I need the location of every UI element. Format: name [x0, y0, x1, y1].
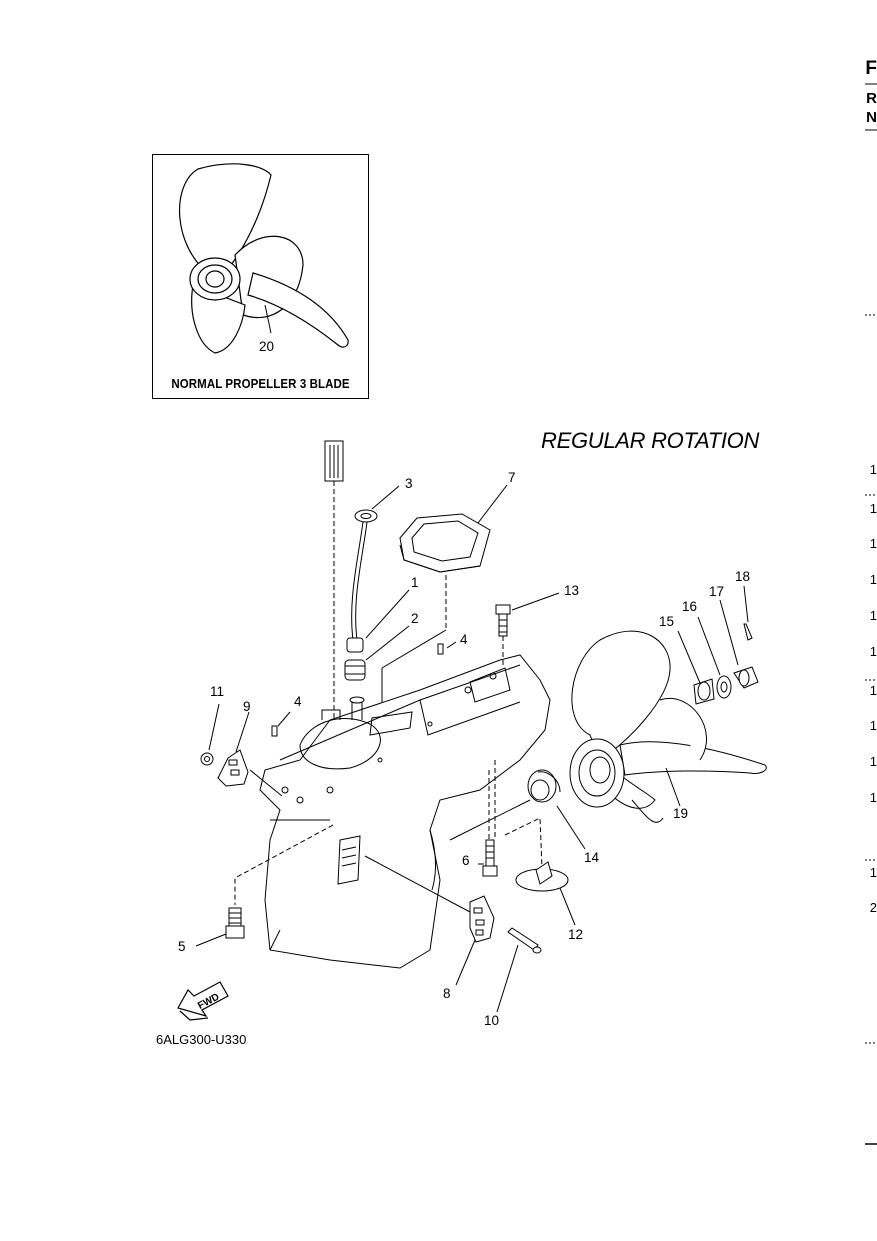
callout-9: 9: [243, 699, 251, 714]
diagram-title: REGULAR ROTATION: [541, 428, 760, 453]
callout-18: 18: [735, 569, 750, 584]
callout-17: 17: [709, 584, 724, 599]
edge-digit: 1: [869, 501, 877, 516]
callout-3: 3: [405, 476, 413, 491]
callout-15: 15: [659, 614, 674, 629]
callout-7: 7: [508, 470, 516, 485]
edge-letter-r: R: [866, 90, 877, 107]
edge-digit: 1: [869, 608, 877, 623]
callout-1: 1: [411, 575, 419, 590]
callout-6: 6: [462, 853, 470, 868]
edge-digit: 1: [869, 790, 877, 805]
edge-digit: 2: [869, 900, 877, 915]
callout-14: 14: [584, 850, 600, 865]
edge-digit: 1: [869, 462, 877, 477]
fwd-arrow-icon: FWD: [177, 981, 229, 1021]
edge-digit: 1: [869, 683, 877, 698]
edge-digit: 1: [869, 718, 877, 733]
edge-letter-n: N: [866, 109, 877, 126]
callout-10: 10: [484, 1013, 499, 1028]
callout-4-top: 4: [460, 632, 468, 647]
inset-caption: NORMAL PROPELLER 3 BLADE: [171, 377, 350, 391]
callout-5: 5: [178, 939, 186, 954]
callout-2: 2: [411, 611, 419, 626]
callout-16: 16: [682, 599, 697, 614]
edge-digit: 1: [869, 572, 877, 587]
callout-19: 19: [673, 806, 688, 821]
edge-letter-f: F: [865, 58, 877, 79]
edge-digit: 1: [869, 536, 877, 551]
callout-13: 13: [564, 583, 579, 598]
inset-callout-20: 20: [259, 339, 274, 354]
diagram-code: 6ALG300-U330: [156, 1032, 247, 1047]
callout-4-left: 4: [294, 694, 302, 709]
callout-8: 8: [443, 986, 451, 1001]
callout-12: 12: [568, 927, 583, 942]
normal-propeller-inset: 20 NORMAL PROPELLER 3 BLADE: [152, 154, 369, 399]
edge-digit: 1: [869, 644, 877, 659]
edge-digit: 1: [869, 754, 877, 769]
edge-digit: 1: [869, 865, 877, 880]
propeller-inset-drawing: 20: [179, 163, 349, 354]
callout-11: 11: [210, 684, 224, 699]
